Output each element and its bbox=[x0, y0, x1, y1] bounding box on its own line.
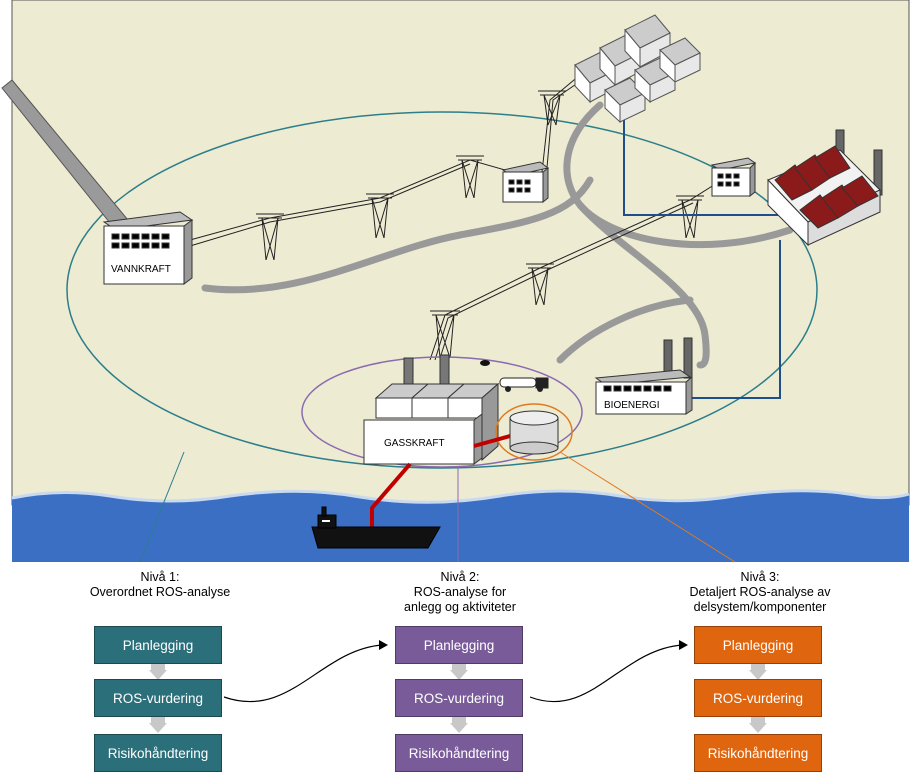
level2-step-planning: Planlegging bbox=[395, 626, 523, 664]
blob bbox=[480, 360, 490, 366]
road-network bbox=[201, 101, 794, 369]
level3-step-planning: Planlegging bbox=[694, 626, 822, 664]
tanker-truck bbox=[499, 377, 549, 392]
level1-ellipse bbox=[66, 111, 818, 469]
level2-arrowhead-1 bbox=[450, 670, 468, 680]
level2-title: Nivå 2: ROS-analyse for anlegg og aktivi… bbox=[360, 570, 560, 615]
hydro-plant bbox=[102, 211, 194, 285]
level2-step-risk: Risikohåndtering bbox=[395, 734, 523, 772]
level2-arrowhead-2 bbox=[450, 723, 468, 733]
level2-title-line2: ROS-analyse for bbox=[413, 585, 507, 599]
substation-center bbox=[501, 161, 550, 204]
level1-title: Nivå 1: Overordnet ROS-analyse bbox=[60, 570, 260, 600]
level1-arrowhead-1 bbox=[149, 670, 167, 680]
hydro-label: VANNKRAFT bbox=[111, 264, 171, 275]
arrowhead-2 bbox=[679, 640, 688, 650]
level3-arrowhead-1 bbox=[749, 670, 767, 680]
level3-title-line2: Detaljert ROS-analyse av bbox=[689, 585, 831, 599]
level2-title-line1: Nivå 2: bbox=[440, 570, 480, 584]
level3-title-line1: Nivå 3: bbox=[740, 570, 780, 584]
arrowhead-1 bbox=[379, 640, 388, 650]
houses bbox=[574, 14, 701, 124]
storage-tank bbox=[509, 410, 559, 455]
level2-step-ros: ROS-vurdering bbox=[395, 679, 523, 717]
level2-title-line3: anlegg og aktiviteter bbox=[404, 600, 516, 614]
level3-arrow-down-1 bbox=[751, 664, 765, 670]
level1-title-line2: Overordnet ROS-analyse bbox=[89, 585, 231, 599]
level3-step-ros: ROS-vurdering bbox=[694, 679, 822, 717]
level1-arrow-down-2 bbox=[151, 717, 165, 723]
distribution-grid bbox=[623, 100, 781, 399]
level3-arrow-down-2 bbox=[751, 717, 765, 723]
sea-foam bbox=[11, 489, 910, 504]
level1-step-ros: ROS-vurdering bbox=[94, 679, 222, 717]
level1-step-risk: Risikohåndtering bbox=[94, 734, 222, 772]
level1-title-line1: Nivå 1: bbox=[140, 570, 180, 584]
level3-arrowhead-2 bbox=[749, 723, 767, 733]
level-connectors bbox=[139, 451, 736, 563]
pylons bbox=[256, 90, 704, 359]
level1-arrow-down-1 bbox=[151, 664, 165, 670]
substation-right bbox=[710, 157, 757, 198]
bio-label: BIOENERGI bbox=[604, 400, 660, 411]
level3-step-risk: Risikohåndtering bbox=[694, 734, 822, 772]
level3-title-line3: delsystem/komponenter bbox=[693, 600, 827, 614]
level3-title: Nivå 3: Detaljert ROS-analyse av delsyst… bbox=[660, 570, 860, 615]
tanker-ship bbox=[311, 506, 441, 549]
pipelines bbox=[370, 434, 511, 530]
level2-arrow-down-1 bbox=[452, 664, 466, 670]
industrial-plant bbox=[767, 129, 883, 247]
level2-arrow-down-2 bbox=[452, 717, 466, 723]
bio-plant bbox=[594, 337, 693, 415]
gas-label: GASSKRAFT bbox=[384, 438, 445, 449]
level3-ellipse bbox=[495, 403, 573, 461]
level1-step-planning: Planlegging bbox=[94, 626, 222, 664]
level-arrows bbox=[223, 644, 683, 703]
level1-arrowhead-2 bbox=[149, 723, 167, 733]
sea bbox=[12, 490, 909, 562]
gas-plant bbox=[363, 354, 500, 465]
